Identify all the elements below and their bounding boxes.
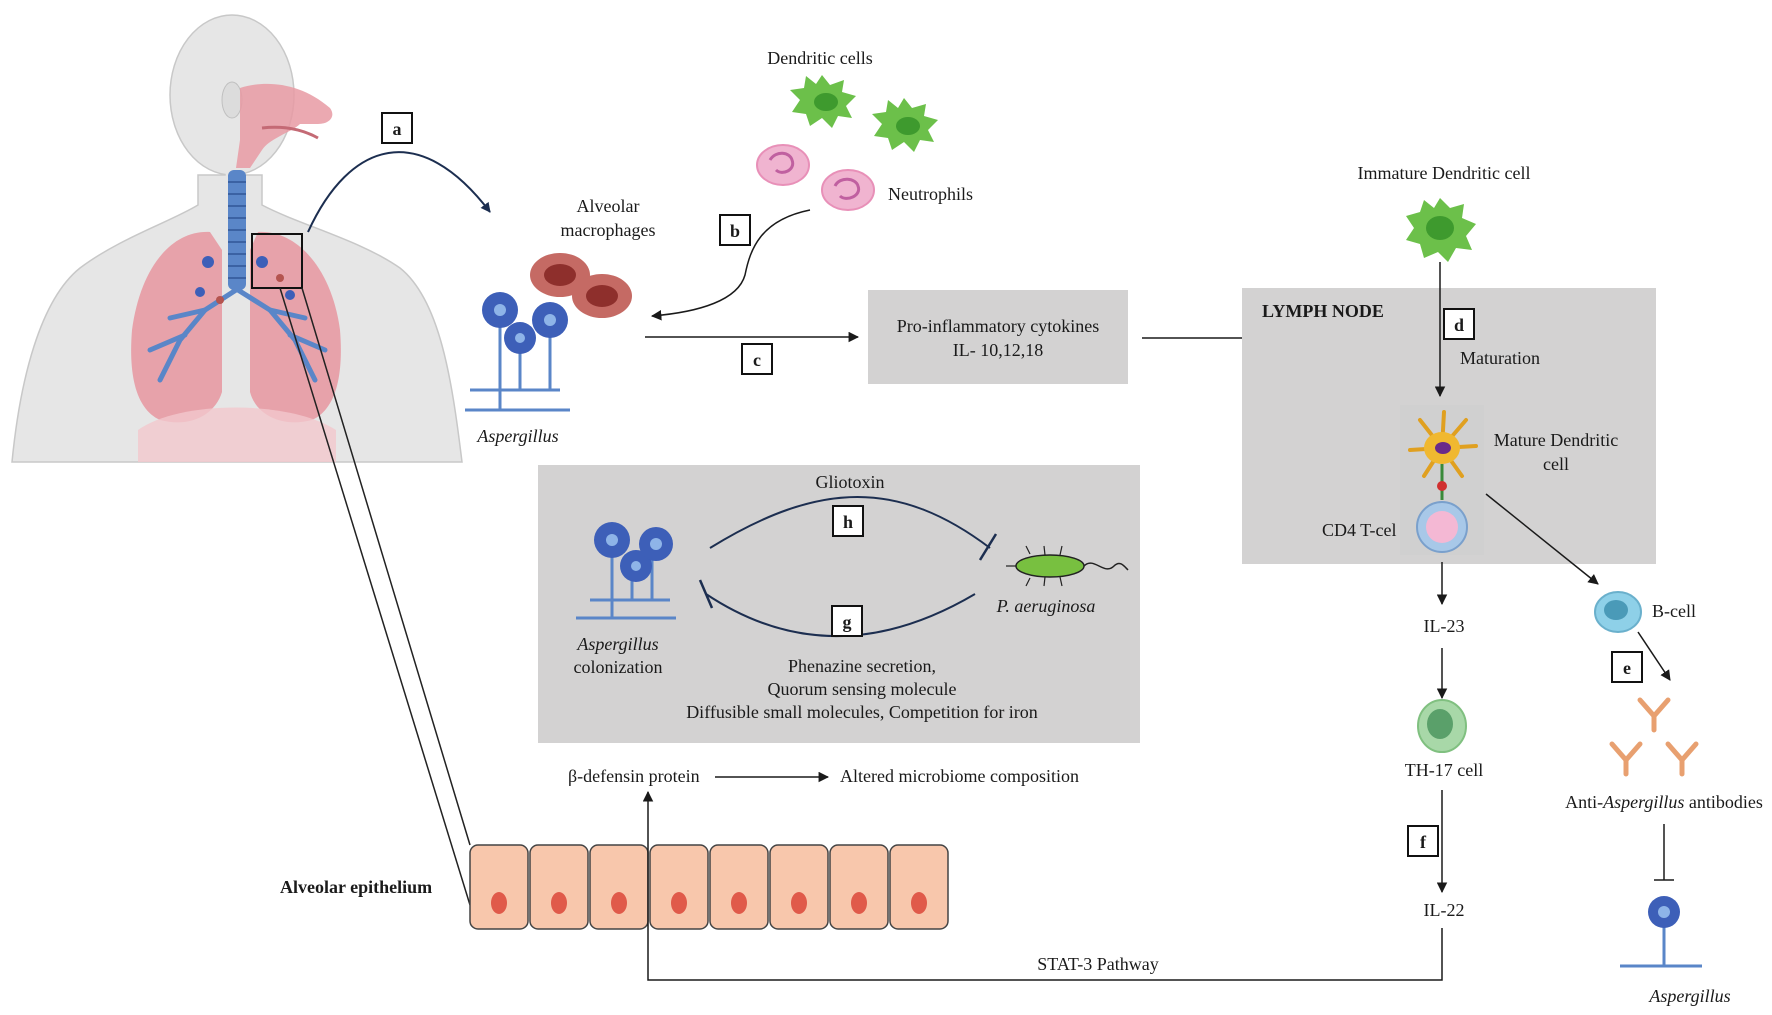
step-f-box	[1407, 825, 1439, 857]
maturation-label: Maturation	[1460, 348, 1540, 368]
alveolar-macrophages-label-1: Alveolar	[577, 196, 640, 216]
step-c-box	[741, 343, 773, 375]
dendritic-cells-label: Dendritic cells	[767, 48, 872, 68]
alveolar-macrophages-label-2: macrophages	[561, 220, 656, 240]
mature-dc-label-1: Mature Dendritic	[1494, 430, 1618, 450]
asp-colonization-label-2: colonization	[574, 657, 663, 677]
human-torso-illustration	[11, 14, 463, 463]
lymph-node-label: LYMPH NODE	[1262, 301, 1384, 321]
il23-label: IL-23	[1424, 616, 1465, 636]
cd4-t-cell-label: CD4 T-cel	[1322, 520, 1397, 540]
step-h-label: h	[843, 512, 853, 532]
cytokines-label-1: Pro-inflammatory cytokines	[897, 316, 1099, 336]
antibodies-label: Anti-Aspergillus antibodies	[1565, 792, 1763, 812]
epithelial-cell	[769, 844, 829, 930]
th17-label: TH-17 cell	[1405, 760, 1483, 780]
stat3-pathway-arrow	[642, 790, 1443, 981]
step-g-box	[831, 605, 863, 637]
aspergillus-bottom-icon	[1620, 896, 1702, 968]
aspergillus-icon	[465, 320, 570, 412]
epithelial-cell	[889, 844, 949, 930]
p-aeruginosa-bacterium-icon	[1006, 545, 1129, 587]
b-cell-icon	[1594, 591, 1642, 633]
arrow-a	[307, 151, 491, 233]
beta-defensin-label: β-defensin protein	[568, 766, 700, 786]
cd4-t-cell-icon	[1416, 501, 1468, 553]
gliotoxin-label: Gliotoxin	[815, 472, 884, 492]
zoom-line-1	[301, 287, 471, 846]
immature-dc-label: Immature Dendritic cell	[1358, 163, 1531, 183]
neutrophil-icon	[756, 144, 810, 186]
b-cell-label: B-cell	[1652, 601, 1696, 621]
mature-dc-label-2: cell	[1543, 454, 1569, 474]
p-aeruginosa-label: P. aeruginosa	[996, 596, 1096, 616]
step-g-label: g	[843, 612, 852, 632]
step-d-label: d	[1454, 315, 1464, 335]
step-e-box	[1611, 651, 1643, 683]
step-e-label: e	[1623, 658, 1631, 678]
epithelial-cell	[469, 844, 529, 930]
immature-dendritic-cell-icon	[1406, 198, 1476, 262]
macrophage-icon	[530, 253, 632, 318]
aspergillus-label: Aspergillus	[476, 426, 558, 446]
epithelial-cell	[829, 844, 889, 930]
il22-label: IL-22	[1424, 900, 1465, 920]
epithelial-cell	[529, 844, 589, 930]
stat3-label: STAT-3 Pathway	[1037, 954, 1158, 974]
synapse-dot	[1437, 481, 1447, 491]
cytokines-label-2: IL- 10,12,18	[953, 340, 1043, 360]
th17-cell-icon	[1417, 699, 1467, 753]
step-d-box	[1443, 308, 1475, 340]
neutrophil-icon-2	[821, 169, 875, 211]
dendritic-cell-icon	[790, 75, 856, 128]
zoom-box	[251, 233, 303, 289]
step-a-box	[381, 112, 413, 144]
aspergillus-bottom-label: Aspergillus	[1648, 986, 1730, 1006]
zoom-line-2	[279, 287, 471, 906]
cytokines-box	[868, 290, 1128, 384]
arrow-to-bcell	[1485, 493, 1599, 585]
dendritic-cell-icon-2	[872, 98, 938, 152]
microbiome-label: Altered microbiome composition	[840, 766, 1079, 786]
epithelial-cell	[649, 844, 709, 930]
alveolar-epithelium-cells	[469, 844, 949, 930]
phenazine-inhibition-bar	[698, 579, 714, 609]
aspergillus-colonization-icon	[576, 522, 676, 620]
step-h-box	[832, 505, 864, 537]
step-b-box	[719, 214, 751, 246]
step-f-label: f	[1420, 832, 1427, 852]
epithelial-cell	[589, 844, 649, 930]
step-a-label: a	[393, 119, 402, 139]
phenazine-label-3: Diffusible small molecules, Competition …	[686, 702, 1038, 722]
gliotoxin-inhibition-curve	[709, 496, 991, 549]
asp-colonization-label-1: Aspergillus	[576, 634, 658, 654]
step-b-label: b	[730, 221, 740, 241]
neutrophils-label: Neutrophils	[888, 184, 973, 204]
gliotoxin-inhibition-bar	[978, 533, 998, 561]
antibody-icon	[1609, 697, 1699, 777]
step-c-label: c	[753, 350, 761, 370]
phenazine-label-2: Quorum sensing molecule	[768, 679, 957, 699]
epithelial-cell	[709, 844, 769, 930]
arrow-b	[650, 209, 811, 321]
phenazine-label-1: Phenazine secretion,	[788, 656, 936, 676]
arrow-to-antibodies	[1637, 631, 1671, 681]
alveolar-epithelium-label: Alveolar epithelium	[280, 877, 432, 897]
